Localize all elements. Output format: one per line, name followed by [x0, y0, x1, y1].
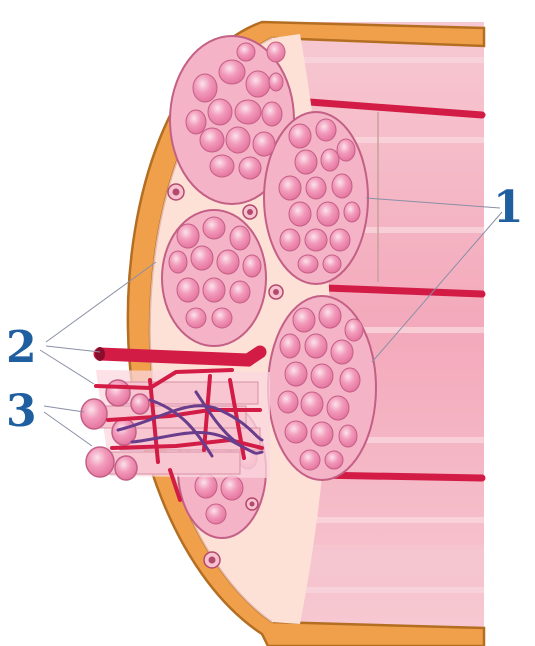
artery — [100, 352, 260, 360]
label-3: 3 — [6, 386, 37, 437]
leader-line-3a — [44, 406, 84, 412]
artery-opening — [95, 347, 105, 361]
label-1: 1 — [493, 182, 524, 233]
label-2: 2 — [6, 322, 37, 373]
leader-line-2b — [46, 346, 100, 352]
leader-line-2c — [40, 350, 94, 384]
